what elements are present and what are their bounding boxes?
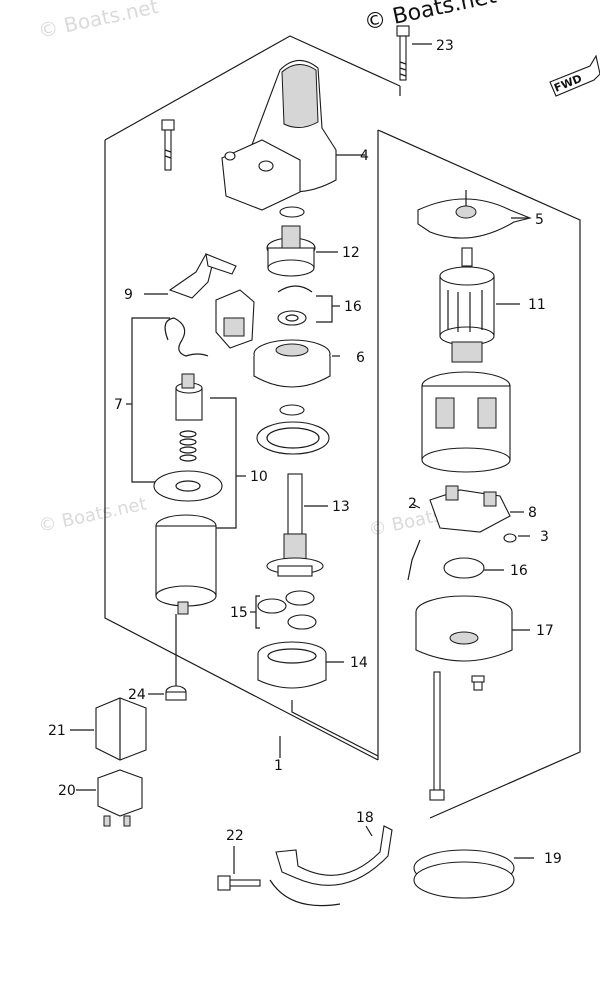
solenoid-body — [155, 514, 217, 615]
solenoid-plunger — [175, 373, 203, 421]
housing-bolt — [161, 119, 175, 171]
assembly-outline — [104, 35, 581, 819]
callout-20: 20 — [58, 783, 76, 799]
callout-3: 3 — [540, 529, 549, 545]
callout-17: 17 — [536, 623, 554, 639]
part-19-band — [413, 849, 534, 899]
part-9-lever — [144, 253, 237, 299]
part-17-rear-cover — [415, 595, 530, 662]
callout-18: 18 — [356, 810, 374, 826]
part-16-clip-washer — [277, 285, 340, 326]
coil-spring — [179, 430, 197, 462]
part-15-gears — [250, 590, 317, 630]
through-bolt — [429, 671, 445, 801]
yoke-housing — [421, 371, 511, 473]
part-22-bolt — [217, 846, 261, 891]
callout-4: 4 — [360, 148, 369, 164]
part-14-ring-gear — [257, 641, 344, 689]
callout-12: 12 — [342, 245, 360, 261]
part-4-front-housing — [221, 59, 365, 211]
fwd-arrow-icon: FWD — [549, 54, 600, 97]
callout-5: 5 — [535, 212, 544, 228]
part-12-pinion — [266, 225, 338, 277]
callout-16b: 16 — [510, 563, 528, 579]
watermark-top-right: © Boats.net — [362, 0, 499, 36]
leader-lines — [411, 503, 421, 509]
part-16-washer-lower — [443, 557, 504, 579]
part-21-relay-cover — [70, 697, 147, 761]
part-13-shaft — [266, 473, 328, 577]
callout-19: 19 — [544, 851, 562, 867]
part-20-relay — [76, 769, 143, 827]
spring-wire — [164, 317, 209, 357]
part-5-plate — [417, 190, 532, 239]
callout-7: 7 — [114, 397, 123, 413]
part-10-bracket — [210, 397, 246, 529]
callout-15: 15 — [230, 605, 248, 621]
watermark-mid-left: © Boats.net — [37, 494, 149, 537]
part-11-armature — [439, 247, 520, 363]
part-3-nut — [503, 533, 530, 543]
callout-21: 21 — [48, 723, 66, 739]
gasket-large — [256, 421, 330, 455]
callout-6: 6 — [356, 350, 365, 366]
o-ring-small — [279, 206, 305, 218]
callout-14: 14 — [350, 655, 368, 671]
callout-23: 23 — [436, 38, 454, 54]
part-8-brush-holder — [407, 485, 524, 581]
callout-9: 9 — [124, 287, 133, 303]
callout-1: 1 — [274, 758, 283, 774]
solenoid-contact-block — [215, 289, 255, 349]
callout-16a: 16 — [344, 299, 362, 315]
callout-22: 22 — [226, 828, 244, 844]
callout-8: 8 — [528, 505, 537, 521]
small-screw — [471, 675, 485, 691]
seal-ring — [279, 404, 305, 416]
part-6-cover — [253, 339, 340, 388]
callout-13: 13 — [332, 499, 350, 515]
callout-24: 24 — [128, 687, 146, 703]
part-23-bolt — [396, 25, 432, 81]
part-24-nut — [148, 614, 187, 701]
callout-2: 2 — [408, 496, 417, 512]
solenoid-gasket — [153, 470, 223, 502]
part-18-bracket — [269, 825, 393, 907]
callout-10: 10 — [250, 469, 268, 485]
watermark-top-left: © Boats.net — [36, 0, 160, 43]
callout-11: 11 — [528, 297, 546, 313]
part-7-bracket — [126, 317, 170, 483]
